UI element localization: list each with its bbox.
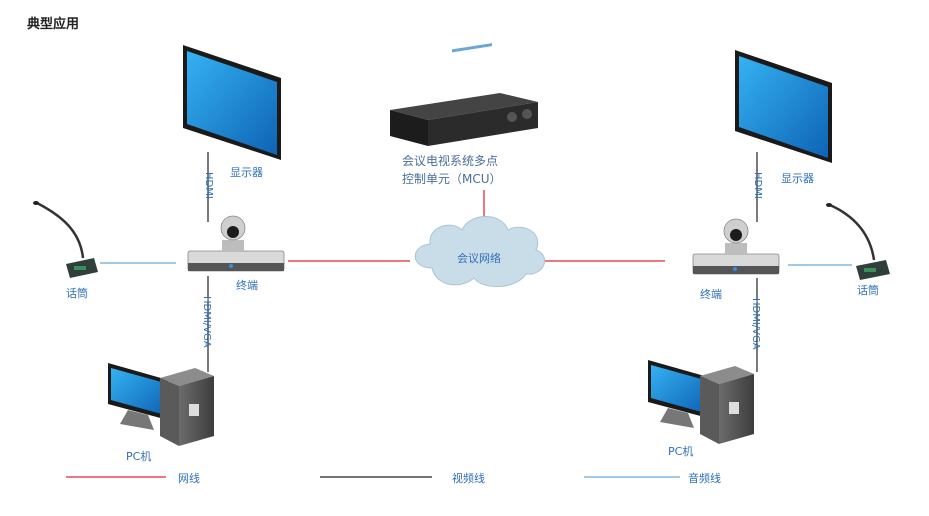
- right-hdmi-label: HDMI: [752, 172, 763, 199]
- mcu-label-line1: 会议电视系统多点: [402, 154, 499, 168]
- right-microphone-icon: [826, 203, 890, 280]
- network-cloud-icon: [414, 216, 546, 288]
- connections: [100, 152, 852, 372]
- left-hdmi-label: HDMI: [203, 172, 214, 199]
- mcu-label-line2: 控制单元（MCU）: [402, 172, 502, 186]
- right-terminal-icon: [692, 218, 780, 275]
- page-title: 典型应用: [27, 17, 80, 32]
- right-display-icon: [735, 50, 832, 163]
- right-pc-icon: [648, 360, 754, 444]
- right-pc-label: PC机: [668, 445, 694, 458]
- left-terminal-label: 终端: [236, 279, 258, 292]
- left-microphone-icon: [33, 201, 98, 278]
- cloud-label: 会议网络: [457, 252, 501, 265]
- legend-audio-label: 音频线: [688, 472, 721, 485]
- legend-network-label: 网线: [178, 472, 200, 485]
- left-hdmivga-label: HDMI/VGA: [201, 296, 212, 348]
- left-terminal-icon: [187, 215, 285, 272]
- legend-video-label: 视频线: [452, 472, 485, 485]
- right-mic-label: 话筒: [857, 284, 879, 297]
- mcu-device-icon: [390, 43, 538, 146]
- right-hdmivga-label: HDMI/VGA: [750, 298, 761, 350]
- left-pc-label: PC机: [126, 450, 152, 463]
- left-pc-icon: [108, 363, 214, 446]
- left-display-icon: [183, 45, 281, 160]
- right-terminal-label: 终端: [700, 288, 722, 301]
- left-display-label: 显示器: [230, 166, 263, 179]
- right-display-label: 显示器: [781, 172, 814, 185]
- left-mic-label: 话筒: [66, 287, 88, 300]
